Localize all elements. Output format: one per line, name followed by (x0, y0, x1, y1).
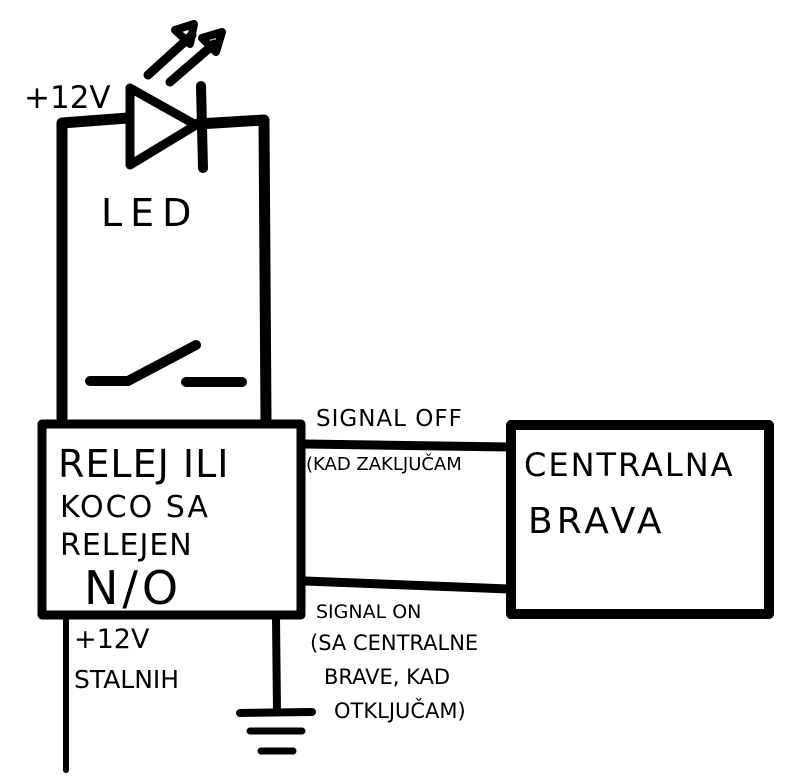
supply-top-label: +12V (24, 80, 111, 116)
signal-on-label-line1: SIGNAL ON (316, 601, 421, 623)
central-lock-box (506, 420, 774, 619)
relay-label-line3: RELEJEN (60, 528, 193, 563)
relay-label-line1: RELEJ ILI (58, 442, 229, 486)
led-loop-wires (56, 112, 272, 426)
arrow-1-head (171, 20, 198, 48)
led-triangle (125, 83, 201, 170)
lock-label-line2: BRAVA (528, 501, 666, 542)
left-supply-wire (56, 112, 134, 424)
relay-label-line2: KOCO SA (60, 490, 210, 525)
signal-off-label-line1: SIGNAL OFF (316, 406, 463, 432)
right-loop-wire (192, 114, 272, 426)
arrow-2-shaft (165, 39, 219, 87)
supply-bottom-label-line2: STALNIH (74, 665, 179, 694)
ground-wire (272, 613, 281, 716)
signal-on-label-line2: (SA CENTRALNE (310, 631, 478, 655)
led-cathode-bar (196, 81, 208, 173)
signal-off-label-line2: (KAD ZAKLJUČAM (306, 453, 462, 475)
supply-bottom-label-line1: +12V (74, 624, 150, 655)
ground-line-1 (236, 708, 316, 717)
ground-symbol (236, 708, 316, 755)
signal-on-label-line3: BRAVE, KAD (324, 665, 450, 689)
lock-label-line1: CENTRALNA (524, 446, 735, 484)
signal-off-wire (300, 439, 514, 452)
led-light-arrows (143, 20, 226, 87)
switch-lever (123, 340, 201, 386)
arrow-2-head (198, 28, 226, 56)
relay-box (37, 419, 306, 620)
signal-on-wire (300, 576, 514, 594)
led-symbol (125, 81, 208, 173)
signal-on-label-line4: OTKLJUČAM) (334, 698, 466, 723)
led-label: LED (101, 191, 199, 235)
switch-symbol (85, 340, 247, 387)
relay-label-line4: N/O (84, 561, 182, 615)
